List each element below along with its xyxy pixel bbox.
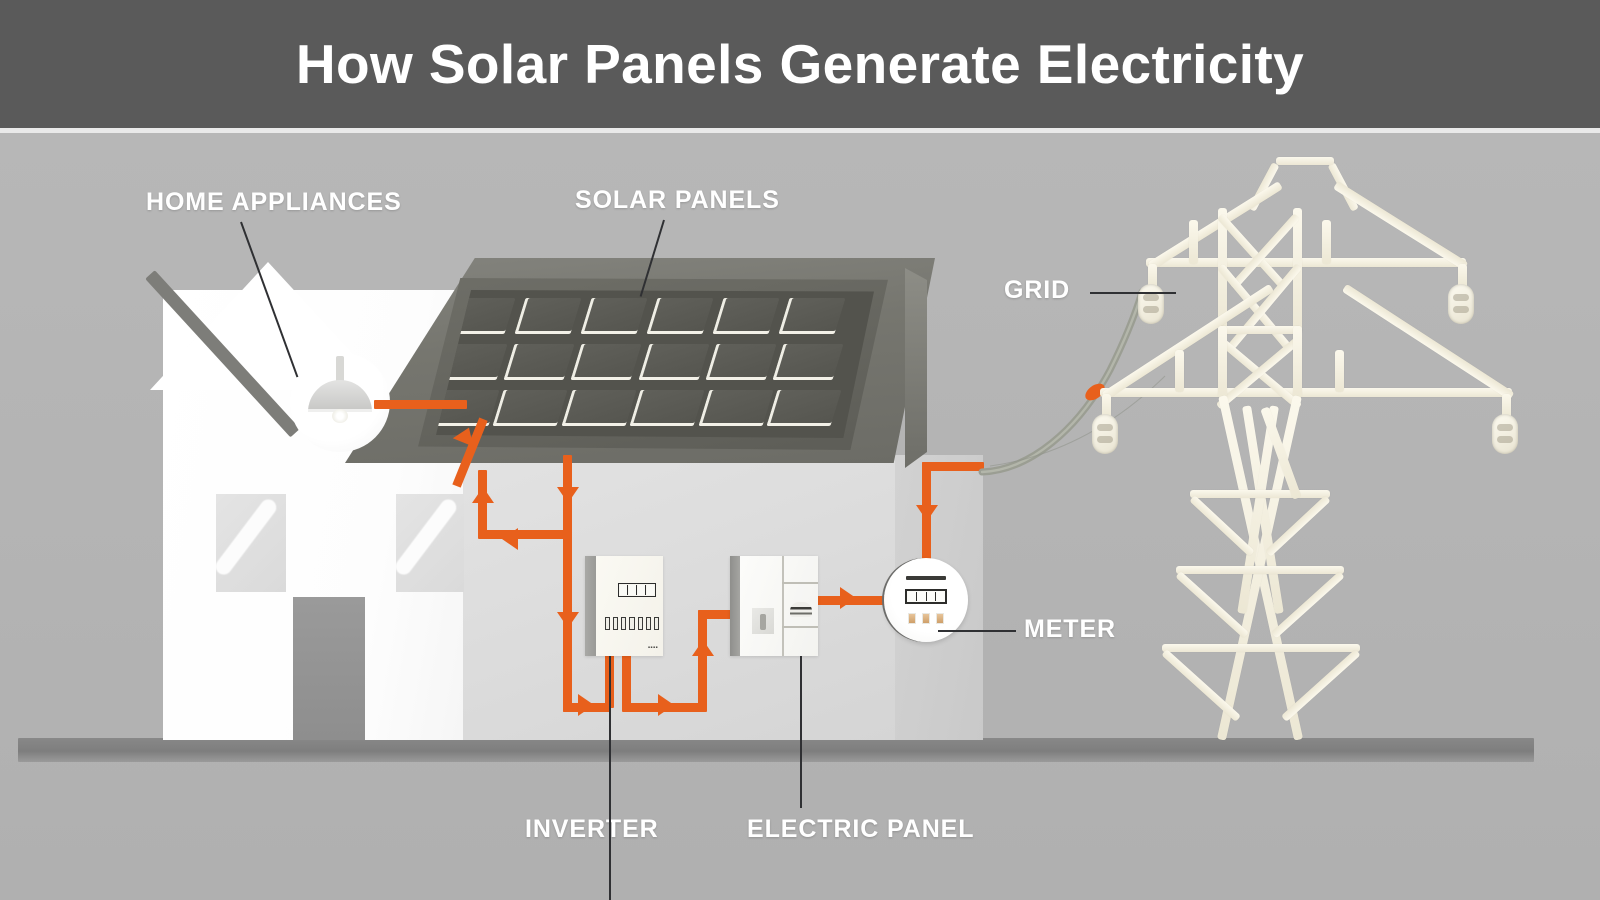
flow-arrow-up-1 xyxy=(472,487,494,503)
leader-meter xyxy=(938,630,1016,632)
transmission-tower xyxy=(1090,140,1550,755)
solar-cell-grid xyxy=(436,290,874,438)
tower-leg-brace-f xyxy=(1281,649,1361,722)
insulator-upper-right xyxy=(1448,284,1474,324)
panel-side-rail xyxy=(730,556,740,656)
solar-cell xyxy=(698,390,774,426)
meter-indicators xyxy=(908,613,944,624)
tower-arm-upper xyxy=(1146,258,1466,267)
ground-line xyxy=(18,738,1534,762)
window-glint xyxy=(396,496,460,578)
label-inverter: INVERTER xyxy=(525,815,659,843)
flow-arrow-up-3 xyxy=(692,640,714,656)
solar-cell xyxy=(778,298,846,334)
tower-leg-tie-2 xyxy=(1176,566,1344,574)
wire-riser-to-panel xyxy=(698,610,707,708)
wire-inverter-down xyxy=(563,620,572,712)
inverter-brand-text: ▪▪▪▪ xyxy=(647,645,658,651)
leader-inverter xyxy=(609,656,611,900)
flow-arrow-down-1 xyxy=(557,487,579,503)
insulator-lower-left xyxy=(1092,414,1118,454)
solar-cell xyxy=(766,390,842,426)
insulator-upper-left xyxy=(1138,284,1164,324)
solar-cell xyxy=(503,344,575,380)
flow-arrow-right-2 xyxy=(658,694,674,716)
label-meter: METER xyxy=(1024,615,1116,643)
electric-panel-device[interactable] xyxy=(730,556,818,656)
tower-leg-tie-3 xyxy=(1162,644,1360,652)
solar-cell xyxy=(638,344,710,380)
solar-cell xyxy=(570,344,642,380)
wire-lamp-feed xyxy=(374,400,467,409)
wire-panel-to-bus xyxy=(563,455,572,625)
solar-cell xyxy=(705,344,777,380)
inverter-side-rail xyxy=(585,556,596,656)
leader-electric-panel xyxy=(800,656,802,808)
inverter-device[interactable]: ▪▪▪▪ xyxy=(585,556,663,656)
panel-door-latch[interactable] xyxy=(752,608,774,634)
title-bar: How Solar Panels Generate Electricity xyxy=(0,0,1600,128)
flow-arrow-right-3 xyxy=(840,587,856,609)
inverter-display xyxy=(618,583,656,597)
meter-device[interactable] xyxy=(884,558,968,642)
label-grid: GRID xyxy=(1004,276,1071,304)
meter-top-band xyxy=(906,576,946,580)
tower-cap-top xyxy=(1276,157,1334,165)
tower-mid-tie xyxy=(1218,326,1302,334)
wire-eave-out xyxy=(922,462,984,471)
meter-display xyxy=(905,589,947,604)
tower-lower-strut-l xyxy=(1175,350,1184,392)
house-door xyxy=(293,597,365,740)
page-title: How Solar Panels Generate Electricity xyxy=(295,33,1305,95)
solar-cell xyxy=(561,390,637,426)
tower-arm-lower-slope-r xyxy=(1341,283,1515,401)
solar-cell xyxy=(629,390,705,426)
wire-bus-to-house xyxy=(478,530,568,539)
solar-cell xyxy=(646,298,714,334)
tower-leg-tie-1 xyxy=(1190,490,1330,498)
title-divider xyxy=(0,128,1600,133)
tower-arm-lower xyxy=(1100,388,1512,397)
house-window-left xyxy=(216,494,286,592)
tower-drop-ll xyxy=(1102,394,1111,418)
wire-inverter-tap-b xyxy=(622,650,631,708)
panel-divider-h2 xyxy=(782,626,818,628)
leader-grid xyxy=(1090,292,1176,294)
panel-divider-vertical xyxy=(782,556,784,656)
tower-drop-ur xyxy=(1458,264,1467,288)
tower-upper-strut-r xyxy=(1322,220,1331,264)
insulator-lower-right xyxy=(1492,414,1518,454)
tower-lower-vert-r xyxy=(1293,326,1302,398)
roof-edge xyxy=(905,268,927,468)
solar-cell xyxy=(712,298,780,334)
flow-arrow-down-3 xyxy=(916,505,938,521)
solar-cell xyxy=(514,298,582,334)
house-window-right xyxy=(396,494,464,592)
lamp-bulb-glow xyxy=(332,409,348,423)
tower-upper-brace-x3 xyxy=(1216,263,1294,353)
window-glint xyxy=(216,496,280,578)
panel-breaker-gauge xyxy=(790,602,812,617)
label-electric-panel: ELECTRIC PANEL xyxy=(747,815,975,843)
lamp-stem xyxy=(336,356,344,390)
flow-arrow-right-1 xyxy=(578,694,594,716)
inverter-indicators[interactable] xyxy=(605,617,659,630)
panel-divider-h1 xyxy=(782,582,818,584)
label-solar-panels: SOLAR PANELS xyxy=(575,186,780,214)
tower-lower-vert-l xyxy=(1218,326,1227,398)
solar-cell xyxy=(772,344,844,380)
tower-drop-ul xyxy=(1148,264,1157,288)
label-home-appliances: HOME APPLIANCES xyxy=(146,188,402,216)
solar-array-cells xyxy=(436,290,874,438)
tower-arm-upper-slope-r xyxy=(1333,181,1469,271)
tower-lower-strut-r xyxy=(1335,350,1344,392)
ceiling-lamp-icon xyxy=(290,352,390,452)
tower-drop-lr xyxy=(1502,394,1511,418)
flow-arrow-left-1 xyxy=(502,528,518,550)
solar-cell xyxy=(492,390,568,426)
wire-into-panel xyxy=(698,610,734,619)
solar-cell xyxy=(580,298,648,334)
tower-upper-strut-l xyxy=(1189,220,1198,264)
lamp-shade xyxy=(308,380,372,412)
